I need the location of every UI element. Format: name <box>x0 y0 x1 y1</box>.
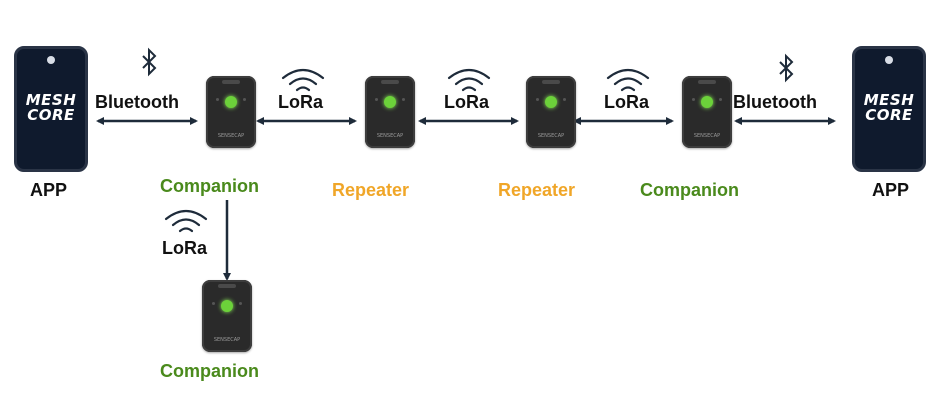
meshcore-logo: MESH CORE <box>863 91 915 124</box>
lora-label-vertical: LoRa <box>162 238 207 258</box>
lora-label-2: LoRa <box>444 92 489 112</box>
companion-device-right: SENSECAP <box>682 76 732 148</box>
status-led <box>225 96 237 108</box>
bluetooth-label-right: Bluetooth <box>733 92 817 112</box>
status-led <box>384 96 396 108</box>
repeater-label-2: Repeater <box>498 180 576 200</box>
status-led <box>701 96 713 108</box>
companion-device-left: SENSECAP <box>206 76 256 148</box>
wifi-signal-icon <box>164 209 208 233</box>
camera-hole <box>885 56 893 64</box>
bluetooth-icon <box>142 47 157 77</box>
camera-hole <box>47 56 55 64</box>
companion-label-left: Companion <box>160 176 259 196</box>
wifi-signal-icon <box>447 68 491 92</box>
app-phone-left: MESH CORE <box>14 46 88 172</box>
status-led <box>221 300 233 312</box>
app-phone-right: MESH CORE <box>852 46 926 172</box>
wifi-signal-icon <box>606 68 650 92</box>
bluetooth-label-left: Bluetooth <box>95 92 179 112</box>
app-label-right: APP <box>872 180 910 200</box>
app-label-left: APP <box>30 180 68 200</box>
repeater-device-1: SENSECAP <box>365 76 415 148</box>
meshcore-logo: MESH CORE <box>25 91 77 124</box>
companion-label-bottom: Companion <box>160 361 259 381</box>
repeater-label-1: Repeater <box>332 180 410 200</box>
lora-label-3: LoRa <box>604 92 649 112</box>
lora-label-1: LoRa <box>278 92 323 112</box>
status-led <box>545 96 557 108</box>
companion-label-right: Companion <box>640 180 739 200</box>
repeater-device-2: SENSECAP <box>526 76 576 148</box>
companion-device-bottom: SENSECAP <box>202 280 252 352</box>
bluetooth-icon <box>779 53 794 83</box>
wifi-signal-icon <box>281 68 325 92</box>
